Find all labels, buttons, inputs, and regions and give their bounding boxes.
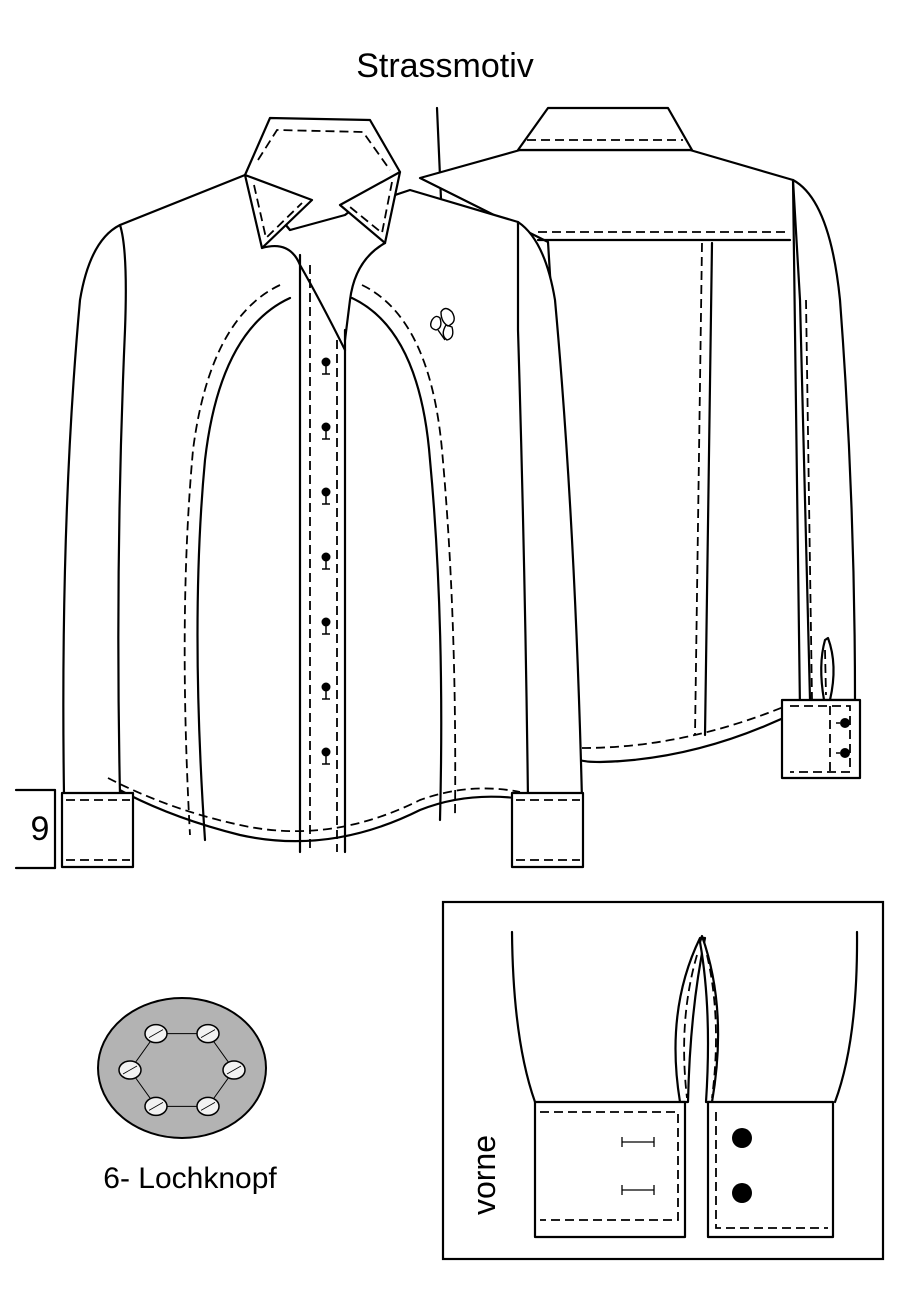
front-left-sleeve [62, 223, 127, 797]
strassmotiv-label: Strassmotiv [356, 47, 534, 85]
placket-button [321, 552, 331, 570]
placket-button [321, 357, 331, 375]
detail-cuff-left [533, 1100, 687, 1239]
placket-button [321, 422, 331, 440]
button-body [97, 997, 267, 1139]
detail-button [732, 1128, 752, 1148]
front-left-panel-seam [196, 296, 292, 842]
front-right-sleeve [516, 220, 584, 802]
placket-button [321, 487, 331, 505]
cuff-button [836, 718, 850, 728]
detail-buttonhole [621, 1185, 655, 1195]
detail-sleeve-left [510, 930, 537, 1104]
vorne-label: vorne [466, 1135, 502, 1215]
six-hole-button-icon [97, 997, 267, 1139]
front-body [100, 173, 532, 843]
cuff-button [836, 748, 850, 758]
rhinestone-motif-icon [429, 307, 455, 341]
detail-button [732, 1183, 752, 1203]
front-buttons [321, 357, 331, 765]
sleeve-placket [820, 636, 835, 702]
back-cuff-buttons [836, 718, 850, 758]
collar-left-point [243, 173, 314, 250]
back-cuff [780, 698, 862, 780]
detail-cuff-right [706, 1100, 835, 1239]
collar-right-point [338, 170, 402, 245]
lochknopf-label: 6- Lochknopf [103, 1162, 277, 1195]
detail-buttonholes [621, 1137, 655, 1195]
cuff-height-label: 9 [31, 810, 50, 848]
shirt-back-view [418, 106, 862, 780]
back-sleeve [791, 178, 857, 702]
detail-sleeve-right [833, 930, 859, 1104]
detail-buttonhole [621, 1137, 655, 1147]
placket-button [321, 682, 331, 700]
detail-buttons [732, 1128, 752, 1203]
back-collar [516, 106, 694, 152]
front-left-cuff [60, 791, 135, 869]
cuff-detail-panel: vorne [441, 900, 885, 1261]
placket-button [321, 617, 331, 635]
shirt-front-view [60, 116, 585, 869]
front-right-cuff [510, 791, 585, 869]
placket-button [321, 747, 331, 765]
front-right-panel-seam [350, 296, 443, 822]
cuff-height-dimension: 9 [14, 788, 57, 870]
